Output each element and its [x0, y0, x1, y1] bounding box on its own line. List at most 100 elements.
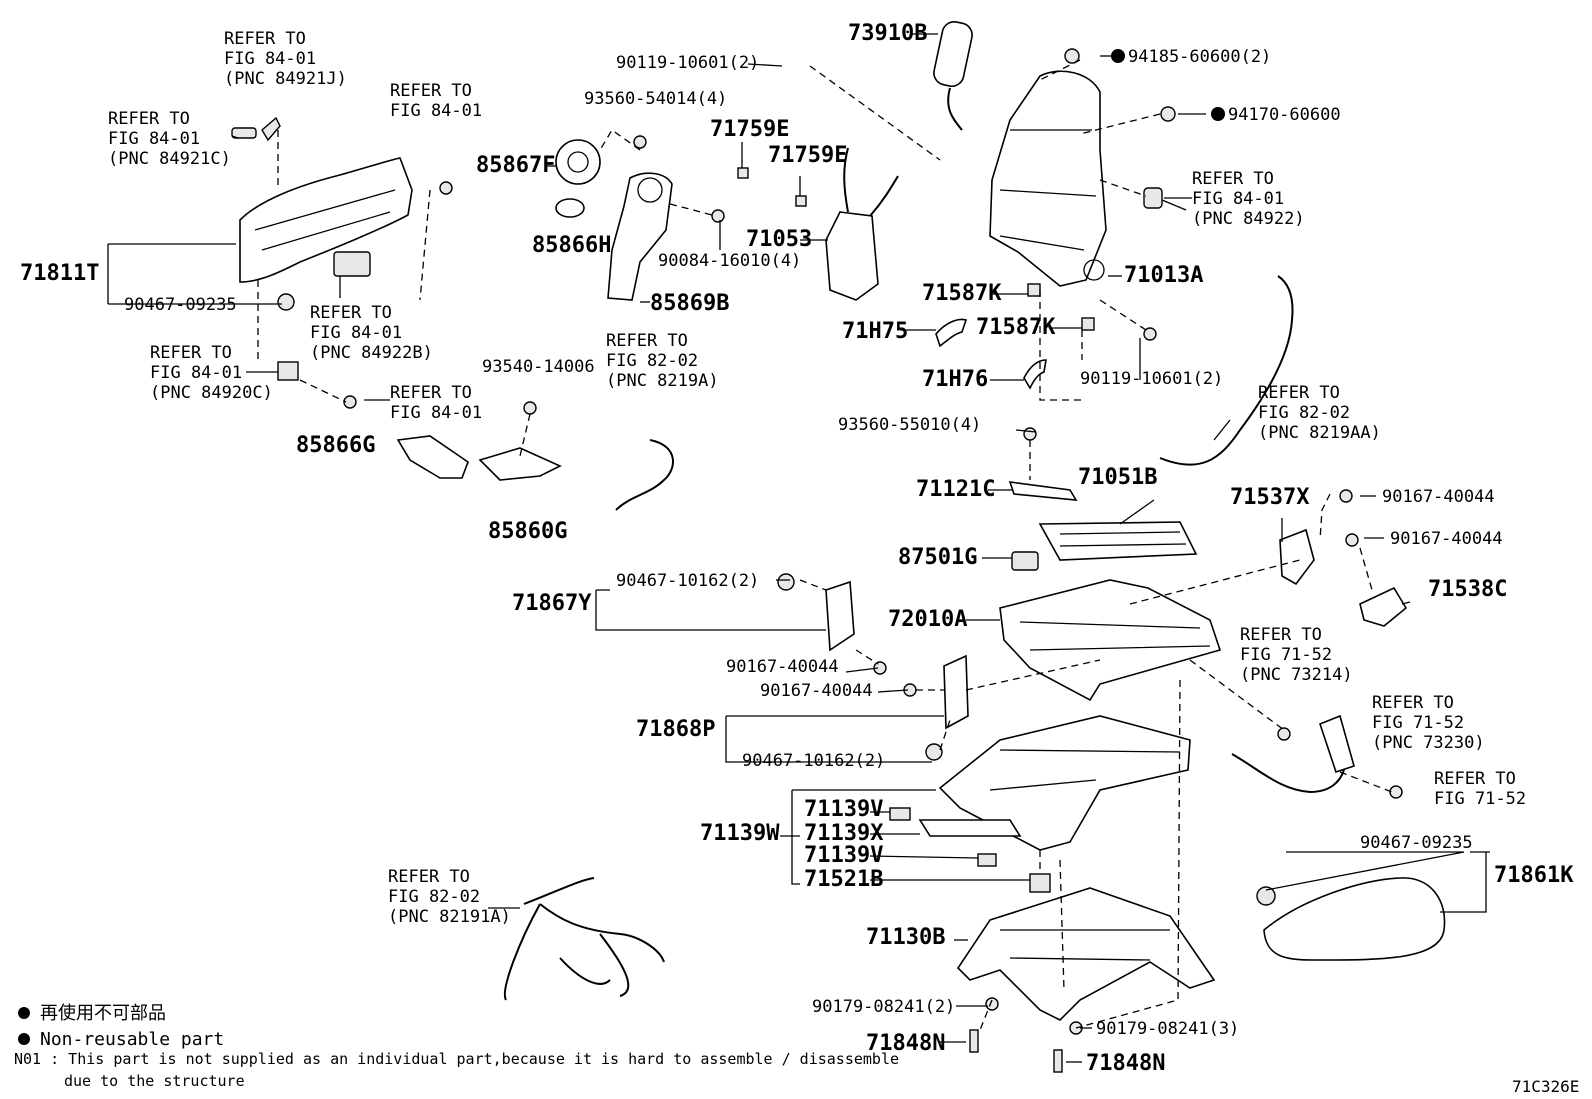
- bracket-71121C-shape: [1008, 481, 1078, 501]
- callout-line: FIG 84-01: [310, 323, 402, 343]
- pn-71139X: 71139X: [804, 821, 883, 846]
- screw-shape-c: [523, 401, 537, 415]
- callout-line: REFER TO: [390, 81, 472, 101]
- callout-line: REFER TO: [108, 109, 190, 129]
- callout-line: REFER TO: [224, 29, 306, 49]
- label-90167-a: 90167-40044: [1382, 487, 1495, 507]
- buckle-73230-shape: [1319, 714, 1355, 774]
- legend-note-n01-line1: N01 : This part is not supplied as an in…: [14, 1050, 899, 1068]
- callout-line: REFER TO: [1372, 693, 1454, 713]
- pn-71H75: 71H75: [842, 319, 908, 344]
- callout-refer-71-52: REFER TO FIG 71-52: [1434, 769, 1526, 809]
- callout-refer-84921C: REFER TO FIG 84-01 (PNC 84921C): [108, 109, 231, 169]
- pn-71759E-b: 71759E: [768, 143, 847, 168]
- callout-refer-73214: REFER TO FIG 71-52 (PNC 73214): [1240, 625, 1353, 685]
- callout-line: REFER TO: [390, 383, 472, 403]
- pad-71139X-shape: [918, 819, 1022, 837]
- clip-71759E-a-shape: [737, 167, 749, 179]
- pn-71053: 71053: [746, 227, 812, 252]
- bolt-71848N-a-shape: [969, 1029, 979, 1053]
- label-94170: 94170-60600: [1228, 105, 1341, 125]
- pn-85866H: 85866H: [532, 233, 611, 258]
- buckle-wire-shape: [1231, 753, 1345, 794]
- pn-71139V-b: 71139V: [804, 843, 883, 868]
- airbag-73910B-shape: [933, 21, 973, 87]
- pad-71139V-b-shape: [977, 853, 997, 867]
- pn-85867F: 85867F: [476, 153, 555, 178]
- callout-line: (PNC 8219A): [606, 371, 719, 391]
- label-90467-10162-a: 90467-10162(2): [616, 571, 759, 591]
- pn-71587K-b: 71587K: [976, 315, 1056, 340]
- bracket-71538C-shape: [1359, 586, 1408, 627]
- pad-71521B-shape: [1029, 873, 1051, 893]
- clip-71759E-b-shape: [795, 195, 807, 207]
- label-90179-a: 90179-08241(2): [812, 997, 955, 1017]
- pn-85860G: 85860G: [488, 519, 567, 544]
- legend-non-reusable-jp: 再使用不可部品: [40, 1003, 166, 1024]
- clip-93560-shape: [1023, 427, 1037, 441]
- connector-shape-a: [277, 361, 299, 381]
- callout-line: (PNC 73214): [1240, 665, 1353, 685]
- pn-71139W: 71139W: [700, 821, 780, 846]
- callout-line: (PNC 8219AA): [1258, 423, 1381, 443]
- legend-non-reusable-en: Non-reusable part: [40, 1029, 224, 1050]
- callout-line: REFER TO: [1240, 625, 1322, 645]
- base-71130B-shape: [956, 887, 1216, 1021]
- pn-71587K-a: 71587K: [922, 281, 1002, 306]
- wire-8219AA-shape: [1159, 275, 1294, 466]
- cover-71867Y-shape: [825, 580, 855, 652]
- callout-line: FIG 84-01: [150, 363, 242, 383]
- callout-line: (PNC 84922): [1192, 209, 1305, 229]
- pad-71139V-a-shape: [889, 807, 911, 821]
- side-cover-71861K-shape: [1263, 877, 1446, 961]
- callout-line: FIG 84-01: [1192, 189, 1284, 209]
- callout-line: FIG 82-02: [388, 887, 480, 907]
- callout-line: (PNC 84920C): [150, 383, 273, 403]
- callout-line: (PNC 73230): [1372, 733, 1485, 753]
- cover-71H75-shape: [935, 318, 968, 348]
- part-drawings: [231, 21, 1446, 1073]
- leader-lines: [257, 59, 1393, 1031]
- seat-side-cover-shape: [239, 157, 413, 283]
- pn-71811T: 71811T: [20, 261, 99, 286]
- label-93540: 93540-14006: [482, 357, 595, 377]
- nut-71-52-shape: [1389, 785, 1403, 799]
- ring-73214-shape: [1277, 727, 1291, 741]
- hardware-labels: 90119-10601(2) 93560-54014(4) 94185-6060…: [124, 47, 1503, 1039]
- pn-71051B: 71051B: [1078, 465, 1157, 490]
- screw-shape-b: [343, 395, 357, 409]
- callout-refer-84-01-a: REFER TO FIG 84-01: [390, 81, 482, 121]
- screw-shape-e: [711, 209, 725, 223]
- callout-line: REFER TO: [388, 867, 470, 887]
- switch-knob-shape: [231, 127, 257, 139]
- pn-71013A: 71013A: [1124, 263, 1203, 288]
- wire-8219A-shape: [615, 439, 674, 511]
- callout-line: (PNC 82191A): [388, 907, 511, 927]
- pn-72010A: 72010A: [888, 607, 967, 632]
- cover-71868P-shape: [943, 654, 969, 730]
- callout-line: (PNC 84922B): [310, 343, 433, 363]
- pn-71H76: 71H76: [922, 367, 988, 392]
- nut-94185-shape: [1064, 48, 1080, 64]
- callout-line: FIG 84-01: [390, 403, 482, 423]
- label-90119-top: 90119-10601(2): [616, 53, 759, 73]
- label-90179-b: 90179-08241(3): [1096, 1019, 1239, 1039]
- pn-71537X: 71537X: [1230, 485, 1309, 510]
- clip-90467-shape-c: [1256, 886, 1276, 906]
- label-90467-09235-b: 90467-09235: [1360, 833, 1473, 853]
- pn-71121C: 71121C: [916, 477, 995, 502]
- nut-94170-shape: [1160, 106, 1176, 122]
- pn-71139V-a: 71139V: [804, 797, 883, 822]
- callout-refer-84921J: REFER TO FIG 84-01 (PNC 84921J): [224, 29, 347, 89]
- pn-71848N-b: 71848N: [1086, 1051, 1165, 1076]
- screw-shape-g: [1339, 489, 1353, 503]
- screw-shape-d: [633, 135, 647, 149]
- label-90167-b: 90167-40044: [1390, 529, 1503, 549]
- cover-71H76-shape: [1023, 359, 1047, 390]
- callout-refer-84922: REFER TO FIG 84-01 (PNC 84922): [1192, 169, 1305, 229]
- non-reusable-dot-94170: [1211, 107, 1225, 121]
- label-93560-54014: 93560-54014(4): [584, 89, 727, 109]
- legend-dot-en: [18, 1033, 30, 1045]
- pn-71521B: 71521B: [804, 867, 883, 892]
- legend-note-n01-line2: due to the structure: [64, 1072, 245, 1090]
